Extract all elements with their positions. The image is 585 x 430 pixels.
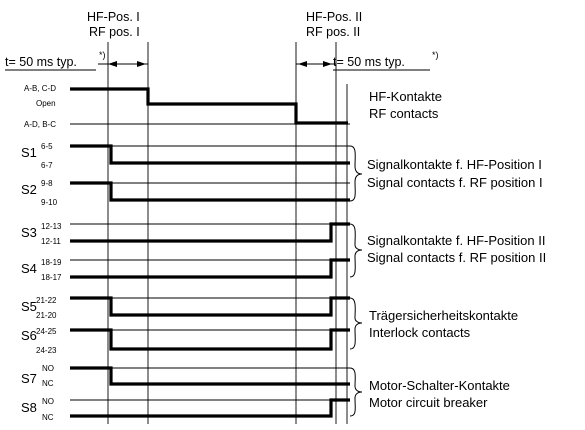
brace-motor bbox=[349, 367, 363, 417]
s3-state-bottom: 12-11 bbox=[41, 237, 61, 246]
s5-label: S5 bbox=[21, 299, 37, 314]
brace-interlock bbox=[349, 297, 363, 350]
s1-state-top: 6-5 bbox=[41, 142, 53, 151]
brace-signal-pos1 bbox=[349, 145, 363, 202]
s8-state-top: NO bbox=[42, 397, 54, 406]
brace-signal-pos2 bbox=[349, 223, 363, 278]
desc-hf-de: HF-Kontakte bbox=[369, 89, 442, 104]
hf-state-open: Open bbox=[36, 99, 56, 108]
s7-state-top: NO bbox=[42, 364, 54, 373]
desc-g2-en: Signal contacts f. RF position II bbox=[367, 250, 546, 265]
s6-state-bottom: 24-23 bbox=[36, 346, 57, 355]
desc-g4-de: Motor-Schalter-Kontakte bbox=[369, 378, 510, 393]
arrow-left-icon bbox=[298, 61, 307, 67]
trace-s6 bbox=[70, 328, 350, 351]
s6-state-top: 24-25 bbox=[36, 327, 57, 336]
arrow-right-icon bbox=[323, 61, 332, 67]
timing-left-label: t= 50 ms typ. bbox=[5, 55, 77, 69]
s5-state-bottom: 21-20 bbox=[36, 311, 57, 320]
desc-g1-de: Signalkontakte f. HF-Position I bbox=[367, 157, 542, 172]
s4-state-top: 18-19 bbox=[41, 258, 62, 267]
s1-label: S1 bbox=[21, 145, 37, 160]
trace-s8 bbox=[70, 398, 350, 418]
vertical-guides bbox=[107, 42, 348, 424]
arrow-left-icon bbox=[108, 61, 117, 67]
s7-state-bottom: NC bbox=[42, 379, 54, 388]
s2-state-bottom: 9-10 bbox=[41, 198, 58, 207]
s3-label: S3 bbox=[21, 225, 37, 240]
timing-right-label: t= 50 ms typ. bbox=[333, 55, 405, 69]
trace-s1 bbox=[70, 144, 350, 165]
trace-s2 bbox=[70, 181, 350, 202]
s8-label: S8 bbox=[21, 400, 37, 415]
hf-state-top: A-B, C-D bbox=[24, 84, 56, 93]
rf-pos1-label: RF pos. I bbox=[89, 25, 140, 39]
s4-label: S4 bbox=[21, 261, 37, 276]
s1-state-bottom: 6-7 bbox=[41, 161, 53, 170]
s8-state-bottom: NC bbox=[42, 413, 54, 422]
hf-pos2-label: HF-Pos. II bbox=[306, 10, 362, 24]
desc-g2-de: Signalkontakte f. HF-Position II bbox=[367, 233, 545, 248]
trace-s4 bbox=[70, 258, 350, 279]
s7-label: S7 bbox=[21, 371, 37, 386]
desc-g3-en: Interlock contacts bbox=[369, 325, 471, 340]
timing-right-footnote: *) bbox=[432, 50, 439, 60]
rf-pos2-label: RF pos. II bbox=[306, 25, 360, 39]
s6-label: S6 bbox=[21, 328, 37, 343]
arrow-right-icon bbox=[137, 61, 146, 67]
hf-pos1-label: HF-Pos. I bbox=[87, 10, 140, 24]
s5-state-top: 21-22 bbox=[36, 296, 57, 305]
trace-hf bbox=[70, 87, 348, 125]
trace-s5 bbox=[70, 296, 350, 317]
timing-left-footnote: *) bbox=[99, 50, 106, 60]
desc-g3-de: Trägersicherheitskontakte bbox=[369, 308, 518, 323]
s4-state-bottom: 18-17 bbox=[41, 273, 62, 282]
desc-g1-en: Signal contacts f. RF position I bbox=[367, 175, 543, 190]
trace-s3 bbox=[70, 222, 350, 243]
desc-g4-en: Motor circuit breaker bbox=[369, 395, 488, 410]
hf-state-bottom: A-D, B-C bbox=[24, 120, 56, 129]
trace-s7 bbox=[70, 366, 350, 386]
s2-state-top: 9-8 bbox=[41, 179, 53, 188]
s3-state-top: 12-13 bbox=[41, 222, 62, 231]
s2-label: S2 bbox=[21, 182, 37, 197]
desc-hf-en: RF contacts bbox=[369, 106, 439, 121]
baseline-lines bbox=[70, 123, 350, 401]
